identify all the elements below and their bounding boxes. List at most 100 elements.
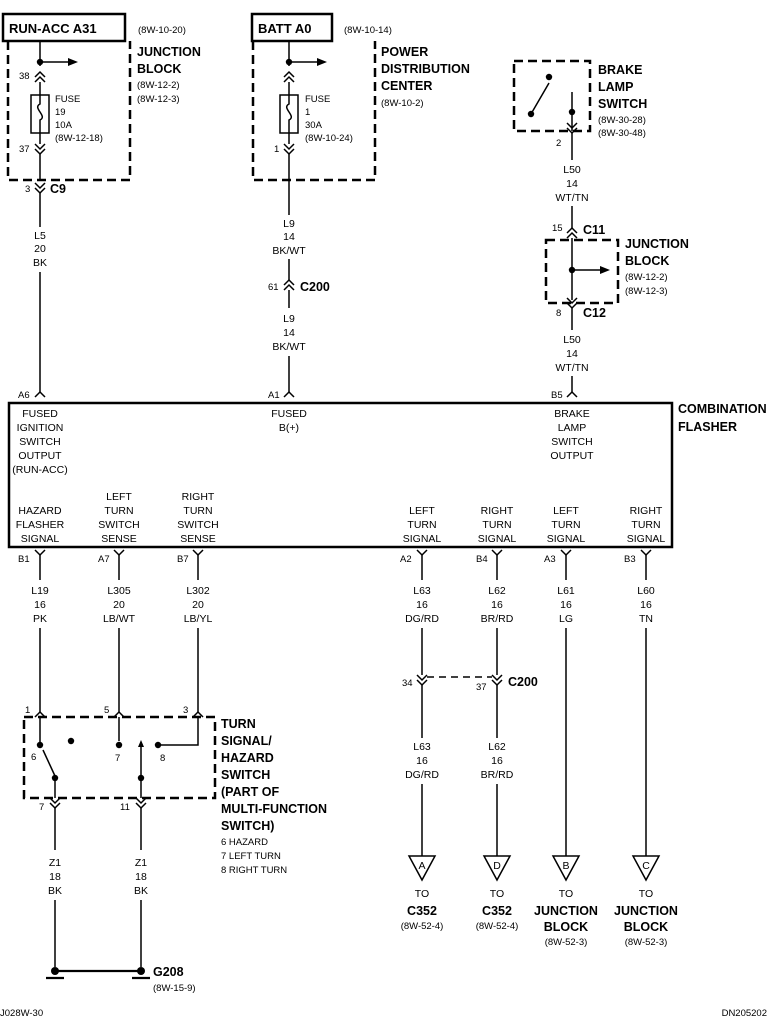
flasher-b3-line-2: TURN <box>631 519 660 531</box>
l5-gauge: 20 <box>34 243 46 255</box>
footer-left-code: J028W-30 <box>0 1008 43 1019</box>
pdc-ref: (8W-10-2) <box>381 98 424 109</box>
c11-connector: C11 <box>583 223 605 237</box>
flasher-pin-a1: A1 <box>268 390 280 401</box>
flasher-b1-line-2: FLASHER <box>16 519 65 531</box>
flasher-a7-line-2: TURN <box>104 505 133 517</box>
flasher-pin-b7: B7 <box>177 554 189 565</box>
l9b-circuit: L9 <box>283 313 295 325</box>
lower-wires: L19 16 PK L305 20 LB/WT L302 20 LB/YL L6… <box>31 555 655 856</box>
c12-connector: C12 <box>583 306 606 320</box>
jb-name-2: BLOCK <box>137 62 181 76</box>
switch-name-7: SWITCH) <box>221 819 274 833</box>
l62a-color: BR/RD <box>481 613 514 625</box>
jb-right-ref-1: (8W-12-2) <box>625 272 668 283</box>
brake-switch-pin: 2 <box>556 138 561 149</box>
batt-title: BATT A0 <box>258 21 311 36</box>
jb-name-1: JUNCTION <box>137 45 201 59</box>
l50b-gauge: 14 <box>566 348 578 360</box>
dest-a-name: C352 <box>407 904 437 918</box>
flasher-b7-line-1: RIGHT <box>182 491 215 503</box>
l63a-gauge: 16 <box>416 599 428 611</box>
l50b-circuit: L50 <box>563 334 581 346</box>
jb-pin-38: 38 <box>19 71 30 82</box>
c9-connector: C9 <box>50 182 66 196</box>
switch-legend-right: 8 RIGHT TURN <box>221 865 287 876</box>
flasher-b5-line-3: SWITCH <box>551 436 592 448</box>
switch-inner-7: 7 <box>115 753 120 764</box>
z1a-circuit: Z1 <box>49 857 61 869</box>
fuse-1-ref: (8W-10-24) <box>305 133 353 144</box>
ground-circuit: Z1 18 BK Z1 18 BK G208 (8W-15-9) <box>46 808 196 994</box>
ground-ref: (8W-15-9) <box>153 983 196 994</box>
switch-name-5: (PART OF <box>221 785 279 799</box>
l19-circuit: L19 <box>31 585 49 597</box>
flasher-b5-line-2: LAMP <box>558 422 587 434</box>
jb-ref-1: (8W-12-2) <box>137 80 180 91</box>
batt-source: BATT A0 (8W-10-14) <box>250 12 392 43</box>
flasher-a2-line-3: SIGNAL <box>403 533 442 545</box>
jb-right-name-1: JUNCTION <box>625 237 689 251</box>
dest-a-to: TO <box>415 888 429 900</box>
l60-color: TN <box>639 613 653 625</box>
dest-b-name-1: JUNCTION <box>534 904 598 918</box>
l9a-circuit: L9 <box>283 218 295 230</box>
l63a-color: DG/RD <box>405 613 439 625</box>
power-distribution-center: FUSE 1 30A (8W-10-24) 1 POWER DISTRIBUTI… <box>251 41 470 182</box>
switch-inner-6: 6 <box>31 752 36 763</box>
c12-pin: 8 <box>556 308 561 319</box>
flasher-a2-line-2: TURN <box>407 519 436 531</box>
dest-c-to: TO <box>639 888 653 900</box>
l61-circuit: L61 <box>557 585 575 597</box>
flasher-b1-line-3: SIGNAL <box>21 533 60 545</box>
flasher-a3-line-2: TURN <box>551 519 580 531</box>
run-acc-source: RUN-ACC A31 (8W-10-20) <box>1 12 186 43</box>
dest-a-letter: A <box>418 860 425 872</box>
jb-right-name-2: BLOCK <box>625 254 669 268</box>
fuse-1-label: FUSE <box>305 94 330 105</box>
destination-d: D TO C352 (8W-52-4) <box>476 855 519 932</box>
flasher-b3-line-3: SIGNAL <box>627 533 666 545</box>
c200-upper-connector: C200 <box>300 280 330 294</box>
flasher-a6-line-3: SWITCH <box>19 436 60 448</box>
switch-pin-bottom-7: 7 <box>39 802 44 813</box>
wire-l9: L9 14 BK/WT 61 C200 L9 14 BK/WT <box>268 154 330 392</box>
flasher-b4-line-1: RIGHT <box>481 505 514 517</box>
switch-legend-left: 7 LEFT TURN <box>221 851 281 862</box>
c200-lower-connector: C200 <box>508 675 538 689</box>
destination-b: B TO JUNCTION BLOCK (8W-52-3) <box>534 855 598 948</box>
dest-d-to: TO <box>490 888 504 900</box>
flasher-a6-line-5: (RUN-ACC) <box>12 464 67 476</box>
l62a-circuit: L62 <box>488 585 506 597</box>
l62b-color: BR/RD <box>481 769 514 781</box>
c200-lower: 34 37 C200 L63 16 DG/RD L62 16 BR/RD <box>402 674 538 856</box>
combination-flasher: COMBINATION FLASHER A6 A1 B5 FUSED IGNIT… <box>7 390 767 565</box>
z1b-circuit: Z1 <box>135 857 147 869</box>
flasher-pin-b5: B5 <box>551 390 563 401</box>
turn-signal-hazard-switch: 1 5 3 6 7 8 7 11 TURN SIGNAL/ HAZARD SWI… <box>22 705 327 876</box>
flasher-b4-line-3: SIGNAL <box>478 533 517 545</box>
l61-color: LG <box>559 613 573 625</box>
dest-d-ref: (8W-52-4) <box>476 921 519 932</box>
flasher-pin-b3: B3 <box>624 554 636 565</box>
c9-pin: 3 <box>25 184 30 195</box>
l302-circuit: L302 <box>186 585 210 597</box>
l62b-circuit: L62 <box>488 741 506 753</box>
z1b-gauge: 18 <box>135 871 147 883</box>
flasher-b4-line-2: TURN <box>482 519 511 531</box>
l62a-gauge: 16 <box>491 599 503 611</box>
dest-c-letter: C <box>642 860 650 872</box>
l9a-gauge: 14 <box>283 231 295 243</box>
dest-a-ref: (8W-52-4) <box>401 921 444 932</box>
dest-d-name: C352 <box>482 904 512 918</box>
jb-ref-2: (8W-12-3) <box>137 94 180 105</box>
flasher-b7-line-3: SWITCH <box>177 519 218 531</box>
flasher-b7-line-4: SENSE <box>180 533 216 545</box>
l302-color: LB/YL <box>184 613 213 625</box>
switch-name-1: TURN <box>221 717 256 731</box>
l50b-color: WT/TN <box>555 362 588 374</box>
l9a-color: BK/WT <box>272 245 306 257</box>
c11-pin: 15 <box>552 223 563 234</box>
jb-pin-37: 37 <box>19 144 30 155</box>
dest-b-to: TO <box>559 888 573 900</box>
